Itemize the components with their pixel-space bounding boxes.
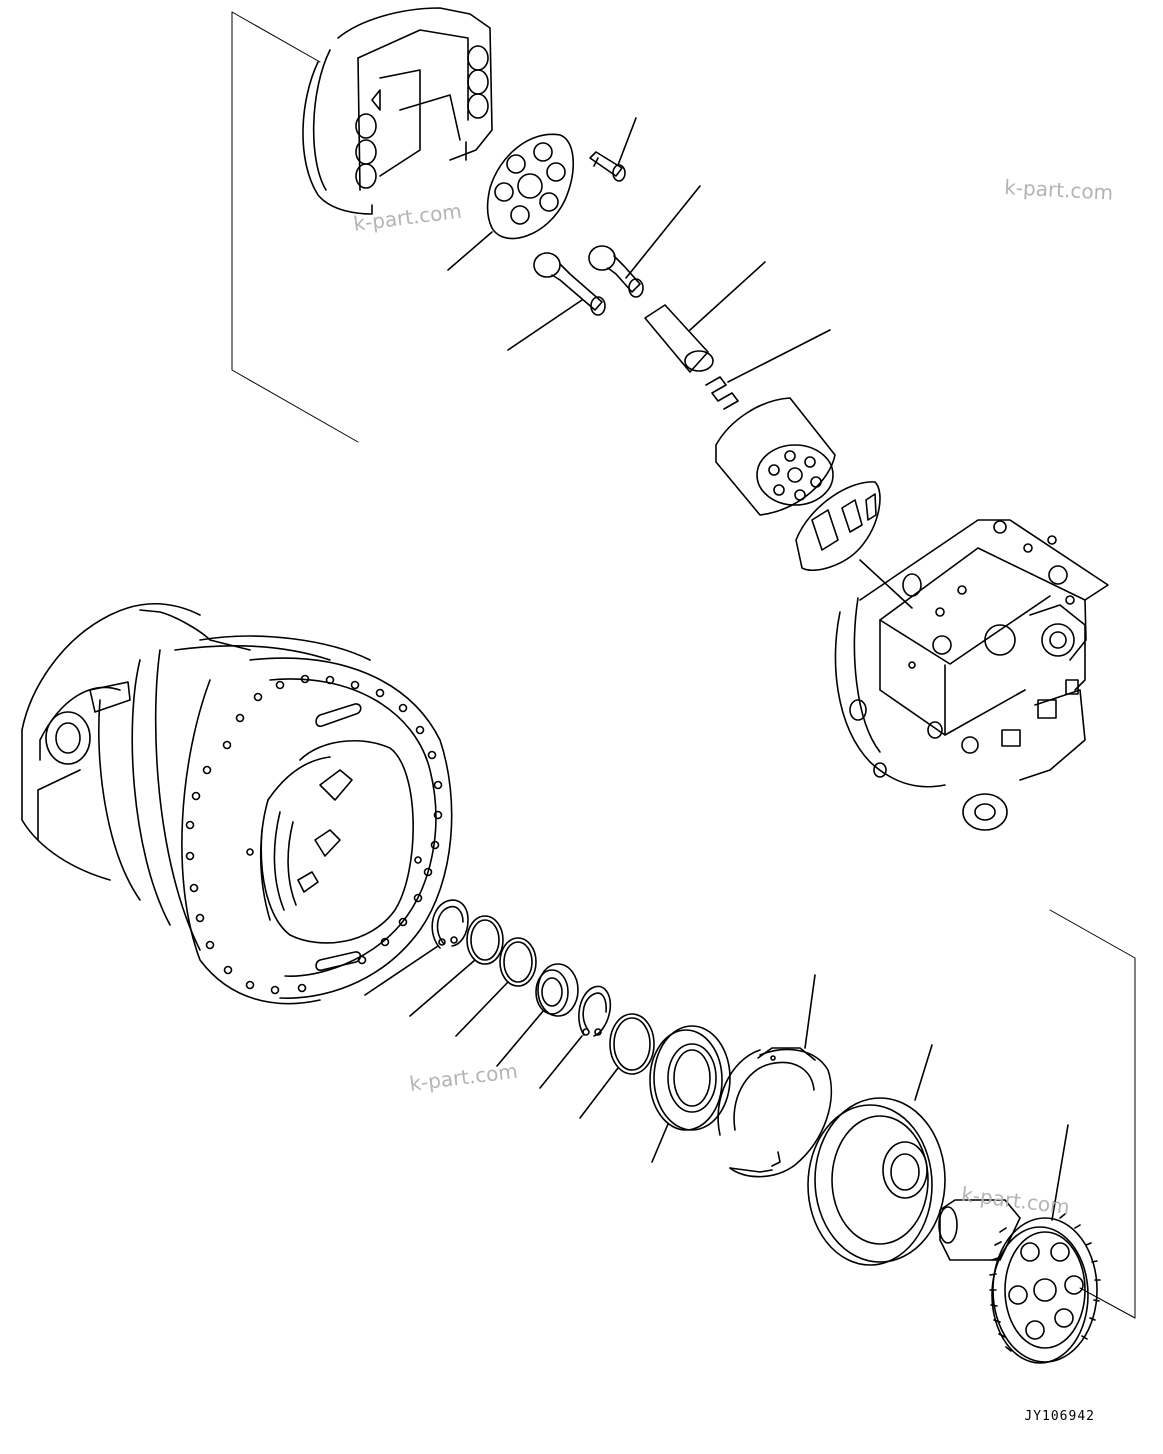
piston-part-right	[588, 185, 701, 298]
snap-ring-part-1	[364, 899, 469, 996]
ring-part-2	[409, 915, 504, 1017]
cylinder-block-part	[715, 397, 836, 516]
floating-seal-part	[717, 974, 833, 1178]
nut-part	[496, 963, 579, 1067]
spring-part	[705, 329, 831, 410]
drawing-code-label: JY106942	[1024, 1409, 1095, 1424]
piston-part-left	[507, 252, 606, 351]
ring-part-5	[579, 1013, 655, 1119]
final-drive-housing-part	[21, 602, 453, 1005]
motor-case-part	[302, 7, 493, 215]
bearing-part	[649, 1025, 731, 1163]
upper-group-bracket	[231, 11, 359, 443]
bolt-part	[589, 117, 637, 182]
ring-part-3	[455, 937, 537, 1037]
lower-group-bracket	[1049, 909, 1136, 1319]
valve-plate-part	[795, 481, 913, 609]
hub-part	[807, 1044, 946, 1266]
sleeve-part	[644, 261, 766, 373]
planet-carrier-gear-part	[938, 1124, 1101, 1364]
snap-ring-part-4	[539, 985, 612, 1089]
motor-housing-part	[834, 519, 1109, 831]
retainer-plate-part	[447, 133, 575, 271]
